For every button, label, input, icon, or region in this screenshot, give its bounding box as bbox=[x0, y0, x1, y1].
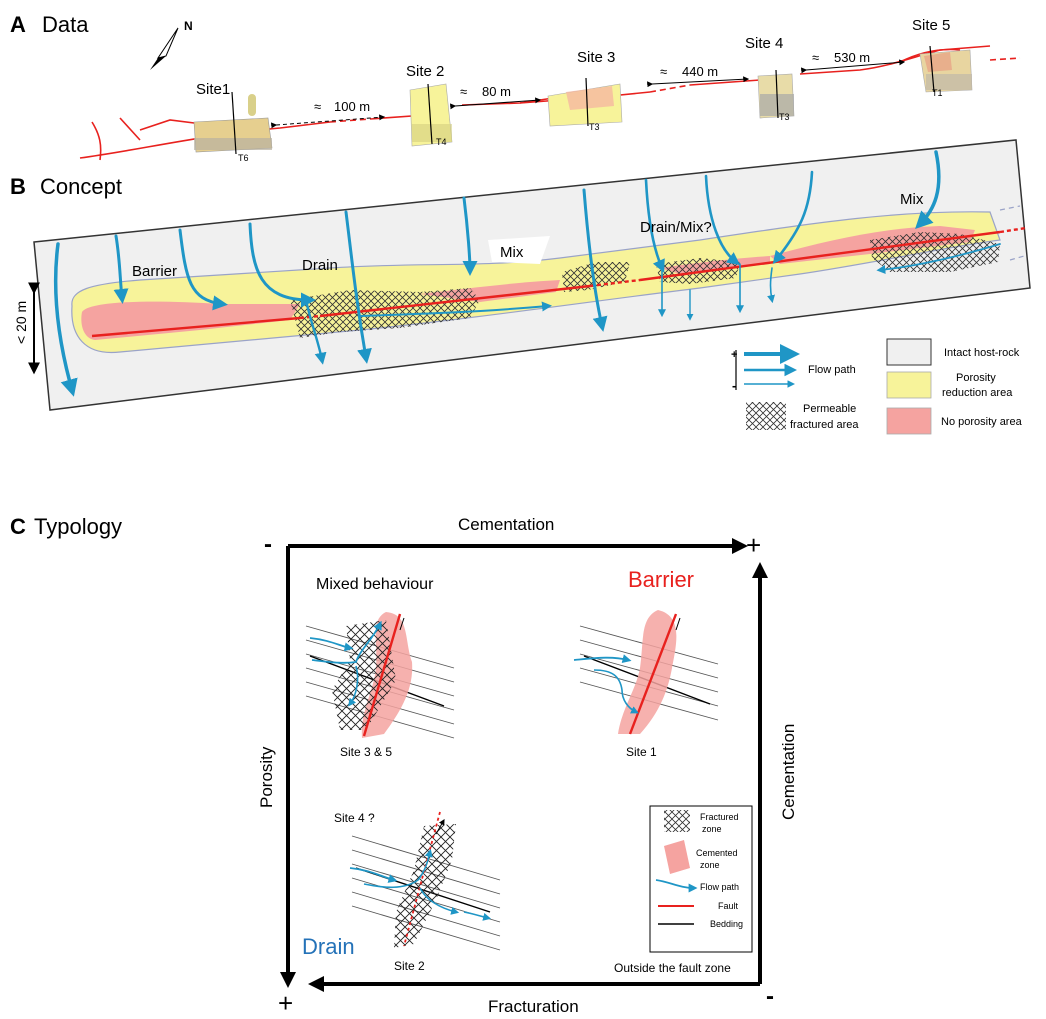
approx-symbol: ≈ bbox=[460, 84, 467, 99]
sketch-drain: Site 4 ? Drain Site 2 bbox=[302, 811, 501, 973]
no-porosity-area bbox=[81, 301, 300, 340]
site-2-label-c: Site 2 bbox=[394, 959, 425, 973]
site-1-label-c: Site 1 bbox=[626, 745, 657, 759]
distance-4: ≈ 530 m bbox=[800, 50, 906, 74]
site-3-outcrop: Site 3 T3 bbox=[547, 49, 623, 132]
site-4-label-c: Site 4 ? bbox=[334, 811, 375, 825]
legend-c-flow: Flow path bbox=[700, 882, 739, 892]
site-1-transect: T6 bbox=[238, 153, 249, 163]
legend-flow-path: Flow path bbox=[808, 364, 856, 376]
site-1-outcrop: Site1 T6 bbox=[193, 81, 273, 163]
sketch-mixed: Mixed behaviour Site 3 & 5 bbox=[305, 576, 455, 759]
legend-c-fractured-1: Fractured bbox=[700, 812, 739, 822]
zone-label-drain: Drain bbox=[302, 257, 338, 274]
legend-porosity-2: reduction area bbox=[942, 387, 1013, 399]
drain-title: Drain bbox=[302, 934, 355, 959]
axis-label-top: Cementation bbox=[458, 515, 554, 534]
zone-label-barrier: Barrier bbox=[132, 263, 177, 280]
panel-c: C Typology Cementation Porosity Cementat… bbox=[10, 514, 798, 1018]
site-4-label: Site 4 bbox=[745, 35, 783, 52]
distance-3: ≈ 440 m bbox=[647, 64, 750, 88]
distance-2: ≈ 80 m bbox=[450, 84, 542, 110]
axis-label-right: Cementation bbox=[779, 724, 798, 820]
north-label: N bbox=[184, 19, 193, 33]
axis-label-left: Porosity bbox=[257, 746, 276, 808]
legend-plus: + bbox=[731, 349, 737, 361]
legend-c-fractured-swatch bbox=[664, 810, 690, 832]
legend-intact-swatch bbox=[886, 338, 932, 366]
site-3-label: Site 3 bbox=[577, 49, 615, 66]
legend-c-cemented-swatch bbox=[664, 840, 690, 874]
sketch-barrier: Barrier Site 1 bbox=[573, 567, 719, 759]
legend-fractured-1: Permeable bbox=[803, 403, 856, 415]
panel-a-letter: A bbox=[10, 12, 26, 37]
fault-line bbox=[91, 316, 301, 338]
panel-b: B Concept bbox=[10, 139, 1031, 435]
legend-c-fractured-2: zone bbox=[702, 824, 722, 834]
fractured-area bbox=[870, 232, 1000, 272]
distance-4-label: 530 m bbox=[834, 50, 870, 65]
fractured-area bbox=[290, 288, 480, 338]
legend-no-porosity: No porosity area bbox=[941, 416, 1023, 428]
distance-1: ≈ 100 m bbox=[270, 99, 386, 129]
outside-fault-zone-label: Outside the fault zone bbox=[614, 961, 731, 975]
corner-minus-tl: - bbox=[264, 531, 272, 558]
north-arrow-icon: N bbox=[150, 19, 193, 70]
zone-label-drain-mix: Drain/Mix? bbox=[640, 219, 712, 236]
legend-porosity-swatch bbox=[886, 371, 932, 399]
site-2-label: Site 2 bbox=[406, 63, 444, 80]
panel-a: A Data N bbox=[10, 12, 1021, 163]
legend-fractured-2: fractured area bbox=[790, 419, 859, 431]
legend-no-porosity-swatch bbox=[886, 407, 932, 435]
site-2-outcrop: Site 2 T4 bbox=[406, 63, 453, 147]
axis-label-bottom: Fracturation bbox=[488, 997, 579, 1016]
approx-symbol: ≈ bbox=[812, 50, 819, 65]
mixed-title: Mixed behaviour bbox=[316, 576, 434, 593]
legend-intact: Intact host-rock bbox=[944, 347, 1020, 359]
panel-b-title: Concept bbox=[40, 174, 122, 199]
fractured-area bbox=[656, 258, 740, 284]
zone-label-mix: Mix bbox=[500, 244, 524, 261]
legend-c: Fractured zone Cemented zone Flow path F… bbox=[649, 805, 753, 953]
flow-paths bbox=[53, 150, 1001, 397]
legend-c-cemented-2: zone bbox=[700, 860, 720, 870]
corner-plus-tr: + bbox=[746, 530, 761, 560]
legend-fractured-swatch bbox=[746, 402, 786, 430]
panel-c-title: Typology bbox=[34, 514, 122, 539]
site-4-transect: T3 bbox=[779, 112, 790, 122]
approx-symbol: ≈ bbox=[314, 99, 321, 114]
site-2-transect: T4 bbox=[436, 137, 447, 147]
scale-bar: < 20 m bbox=[13, 282, 40, 375]
panel-b-letter: B bbox=[10, 174, 26, 199]
site-3-transect: T3 bbox=[589, 122, 600, 132]
panel-a-title: Data bbox=[42, 12, 89, 37]
scale-bar-label: < 20 m bbox=[13, 301, 29, 344]
site-4-outcrop: Site 4 T3 bbox=[745, 35, 795, 122]
panel-c-letter: C bbox=[10, 514, 26, 539]
distance-2-label: 80 m bbox=[482, 84, 511, 99]
site-1-label: Site1 bbox=[196, 81, 230, 98]
corner-plus-bl: + bbox=[278, 988, 293, 1018]
approx-symbol: ≈ bbox=[660, 64, 667, 79]
legend-c-cemented-1: Cemented bbox=[696, 848, 738, 858]
legend-c-fault: Fault bbox=[718, 901, 739, 911]
fractured-area bbox=[562, 262, 630, 292]
legend-c-bedding: Bedding bbox=[710, 919, 743, 929]
corner-minus-br: - bbox=[766, 983, 774, 1010]
distance-3-label: 440 m bbox=[682, 64, 718, 79]
site-5-label: Site 5 bbox=[912, 17, 950, 34]
barrier-title: Barrier bbox=[628, 567, 694, 592]
legend-minus: - bbox=[732, 378, 736, 393]
legend-porosity-1: Porosity bbox=[956, 372, 996, 384]
zone-label-mix-2: Mix bbox=[900, 191, 924, 208]
distance-1-label: 100 m bbox=[334, 99, 370, 114]
site-5-transect: T1 bbox=[932, 88, 943, 98]
site-35-label: Site 3 & 5 bbox=[340, 745, 392, 759]
legend-b: + - Flow path Permeable fractured area I… bbox=[731, 338, 1023, 435]
site-5-outcrop: Site 5 T1 bbox=[912, 17, 973, 98]
